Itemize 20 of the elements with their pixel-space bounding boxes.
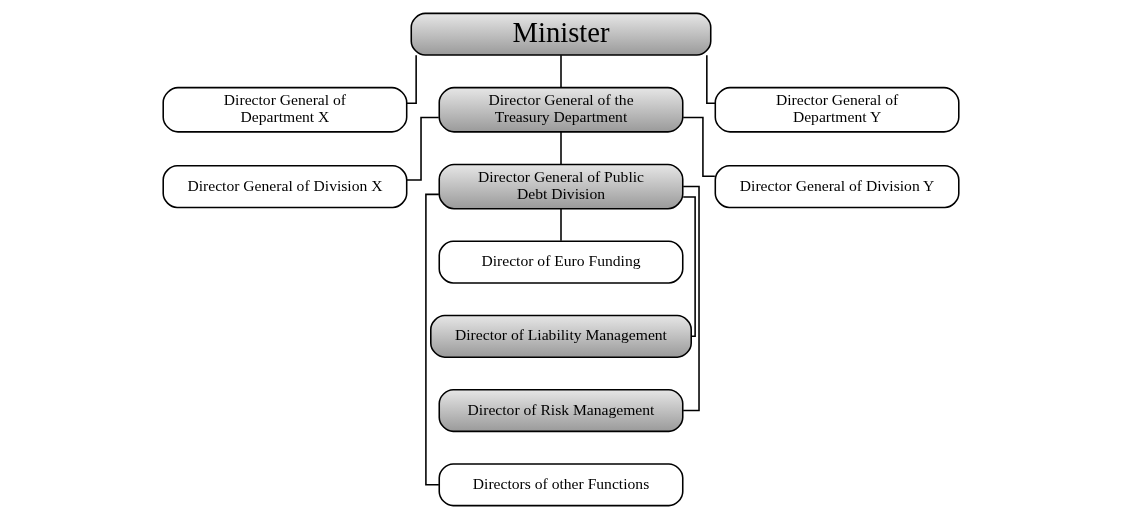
node-box: Directors of other Functions	[438, 463, 684, 507]
connector	[405, 54, 417, 105]
connector	[682, 116, 716, 177]
connector	[406, 116, 440, 181]
node-box: Director General of Division X	[162, 164, 408, 209]
connector	[682, 196, 696, 338]
node-box: Director of Euro Funding	[438, 240, 684, 284]
connector	[560, 54, 562, 89]
node-box: Director General of Department Y	[714, 86, 960, 133]
node-box: Director General of Division Y	[714, 164, 960, 209]
node-box: Director General of Department X	[162, 86, 408, 133]
connector	[425, 193, 440, 486]
node-box: Director General of Public Debt Division	[438, 163, 684, 210]
node-box: Minister	[410, 12, 712, 56]
connector	[560, 208, 562, 242]
node-box: Director of Liability Management	[430, 314, 692, 358]
node-box: Director of Risk Management	[438, 388, 684, 433]
connector	[560, 131, 562, 165]
node-box: Director General of the Treasury Department	[438, 86, 684, 133]
connector	[706, 54, 716, 105]
